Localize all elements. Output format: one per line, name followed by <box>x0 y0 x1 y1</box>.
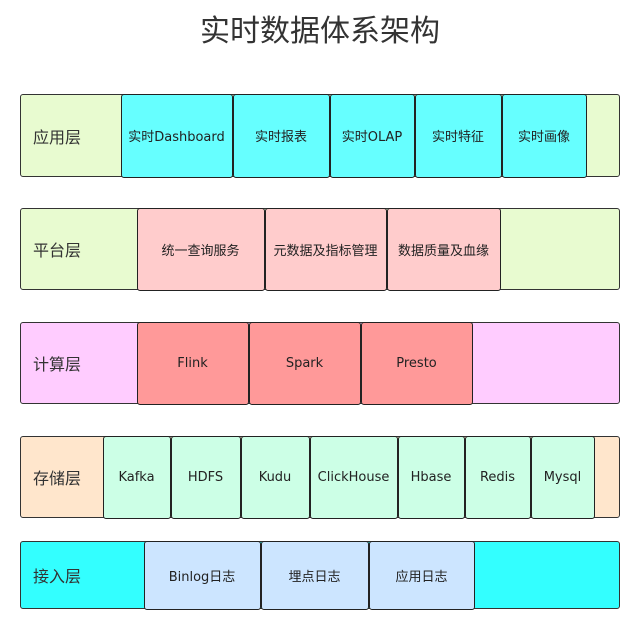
component-box: 应用日志 <box>368 540 475 610</box>
component-box: 埋点日志 <box>260 540 369 610</box>
component-box: ClickHouse <box>309 435 398 519</box>
layer-ingestion: 接入层 Binlog日志埋点日志应用日志 <box>20 540 620 610</box>
layer-label: 平台层 <box>33 241 82 260</box>
component-box: Kudu <box>240 435 310 519</box>
diagram-title: 实时数据体系架构 <box>200 14 440 49</box>
component-box: HDFS <box>170 435 241 519</box>
component-box: Presto <box>360 321 473 405</box>
component-box: Mysql <box>530 435 595 519</box>
component-box: Hbase <box>397 435 465 519</box>
layer-label: 存储层 <box>33 469 82 488</box>
component-box: Kafka <box>102 435 171 519</box>
component-box: 元数据及指标管理 <box>264 207 387 291</box>
component-box: Spark <box>248 321 361 405</box>
component-box: 实时画像 <box>501 93 587 178</box>
component-box: Redis <box>464 435 531 519</box>
component-box: 实时OLAP <box>329 93 415 178</box>
component-box: Binlog日志 <box>143 540 261 610</box>
layer-label: 接入层 <box>33 567 82 586</box>
component-box: 实时Dashboard <box>120 93 233 178</box>
layer-label: 应用层 <box>33 127 82 147</box>
component-box: 实时特征 <box>414 93 502 178</box>
component-box: 数据质量及血缘 <box>386 207 501 291</box>
component-box: 实时报表 <box>232 93 330 178</box>
component-box: 统一查询服务 <box>136 207 265 291</box>
layer-platform: 平台层 统一查询服务元数据及指标管理数据质量及血缘 <box>20 207 620 291</box>
layer-label: 计算层 <box>33 355 82 374</box>
component-box: Flink <box>136 321 249 405</box>
